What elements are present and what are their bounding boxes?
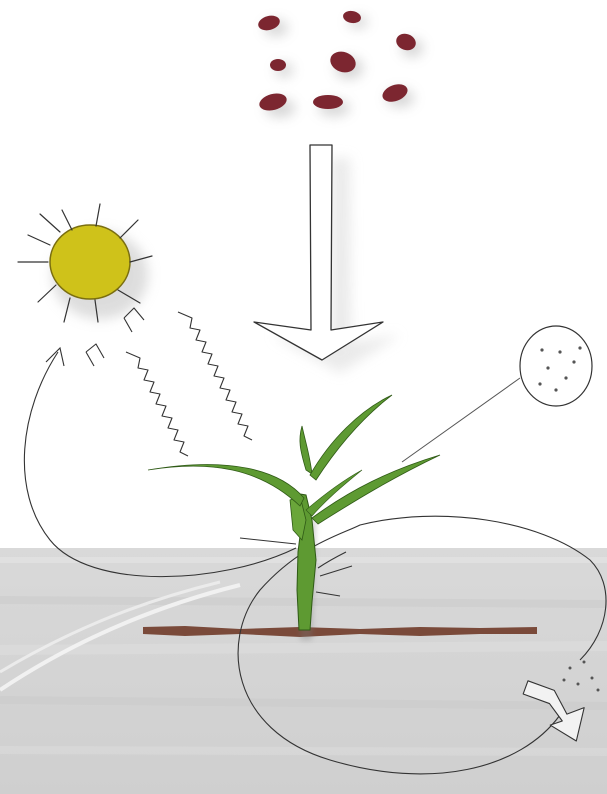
seed-cluster-icon (257, 10, 423, 117)
spore-circle-icon (402, 326, 592, 462)
curve-plant-to-sun (24, 348, 296, 577)
down-arrow-icon (254, 145, 400, 373)
sun-icon (18, 204, 152, 322)
wavy-arrow-icon (86, 308, 252, 456)
